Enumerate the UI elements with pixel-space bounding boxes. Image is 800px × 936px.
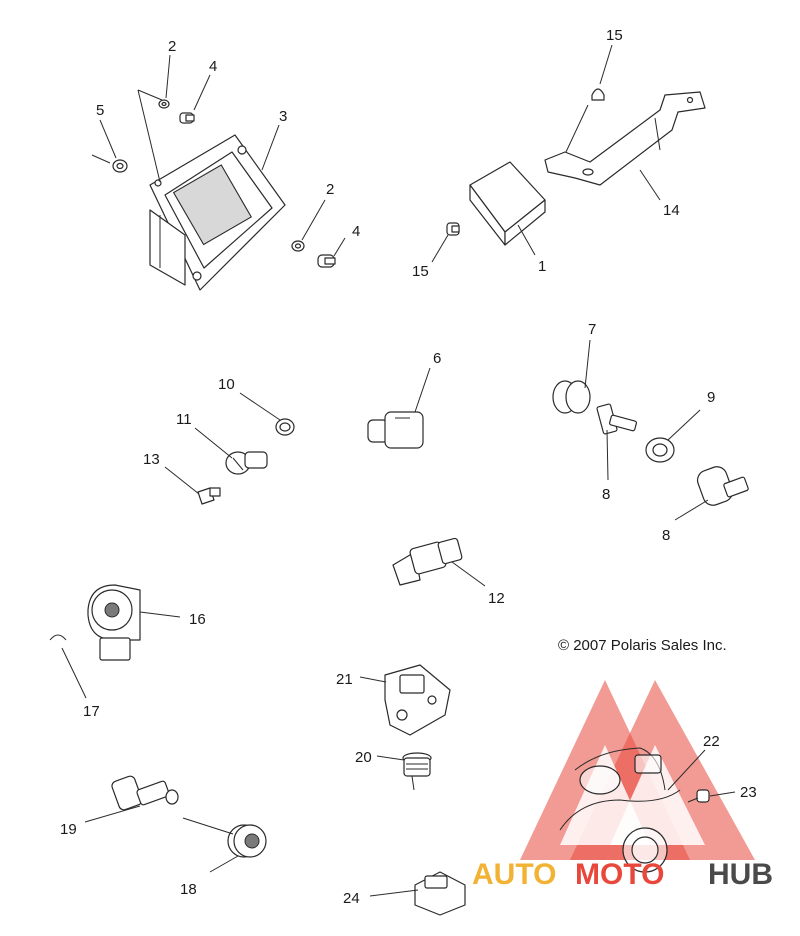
watermark-brand: AUTO MOTO HUB bbox=[472, 858, 773, 891]
screw-part-15-lower bbox=[446, 222, 460, 236]
bolt-part-13 bbox=[197, 487, 221, 505]
bracket-part-14 bbox=[544, 91, 706, 186]
copyright-notice: © 2007 Polaris Sales Inc. bbox=[558, 637, 727, 654]
callout-5: 5 bbox=[96, 102, 104, 119]
watermark-brand-moto: MOTO bbox=[575, 858, 664, 891]
switch-part-8-lower bbox=[696, 466, 749, 506]
callout-6: 6 bbox=[433, 350, 441, 367]
callout-7: 7 bbox=[588, 321, 596, 338]
sensor-part-6 bbox=[367, 411, 424, 449]
callout-13: 13 bbox=[143, 451, 160, 468]
washer-part-5 bbox=[112, 159, 128, 173]
screw-part-4-upper bbox=[179, 112, 195, 124]
callout-18: 18 bbox=[180, 881, 197, 898]
screw-part-4-lower bbox=[317, 254, 336, 268]
callout-22: 22 bbox=[703, 733, 720, 750]
callout-15-upper: 15 bbox=[606, 27, 623, 44]
callout-2-upper: 2 bbox=[168, 38, 176, 55]
screw-part-23 bbox=[687, 789, 710, 803]
callout-11: 11 bbox=[176, 411, 192, 428]
callout-23: 23 bbox=[740, 784, 757, 801]
screw-part-15-upper bbox=[591, 88, 605, 101]
callout-4-upper: 4 bbox=[209, 58, 217, 75]
grommet-part-7 bbox=[552, 380, 591, 414]
callout-10: 10 bbox=[218, 376, 235, 393]
leader-lines bbox=[61, 44, 736, 897]
watermark-brand-hub: HUB bbox=[708, 858, 773, 891]
bulb-socket-part-19 bbox=[111, 775, 179, 811]
clip-part-8-upper bbox=[596, 403, 638, 435]
knock-sensor-part-16 bbox=[87, 584, 141, 661]
callout-15-lower: 15 bbox=[412, 263, 429, 280]
callout-8-lower: 8 bbox=[662, 527, 670, 544]
callout-16: 16 bbox=[189, 611, 206, 628]
callout-3: 3 bbox=[279, 108, 287, 125]
sensor-part-11 bbox=[225, 451, 268, 475]
map-sensor-part-21 bbox=[384, 664, 451, 736]
callout-labels: 1 2 2 3 4 4 5 6 7 8 8 9 10 11 12 13 14 1… bbox=[60, 27, 757, 907]
sensor-part-12 bbox=[392, 537, 463, 586]
callout-20: 20 bbox=[355, 749, 372, 766]
nut-part-9 bbox=[645, 437, 675, 463]
callout-12: 12 bbox=[488, 590, 505, 607]
callout-14: 14 bbox=[663, 202, 680, 219]
washer-part-2-upper bbox=[158, 99, 170, 109]
switch-part-24 bbox=[414, 871, 466, 916]
washer-part-2-lower bbox=[291, 240, 305, 252]
callout-24: 24 bbox=[343, 890, 360, 907]
callout-1: 1 bbox=[538, 258, 546, 275]
watermark-brand-auto: AUTO bbox=[472, 858, 556, 891]
callout-4-lower: 4 bbox=[352, 223, 360, 240]
clip-part-17 bbox=[49, 634, 67, 641]
callout-17: 17 bbox=[83, 703, 100, 720]
callout-2-lower: 2 bbox=[326, 181, 334, 198]
callout-19: 19 bbox=[60, 821, 77, 838]
grommet-part-18 bbox=[227, 824, 267, 858]
plug-part-20 bbox=[402, 752, 432, 777]
ecu-module-part-3 bbox=[149, 134, 286, 291]
callout-21: 21 bbox=[336, 671, 353, 688]
throttle-body-part-22 bbox=[559, 747, 681, 873]
callout-9: 9 bbox=[707, 389, 715, 406]
callout-8-upper: 8 bbox=[602, 486, 610, 503]
o-ring-part-10 bbox=[275, 418, 295, 436]
cover-part-1 bbox=[469, 161, 546, 246]
